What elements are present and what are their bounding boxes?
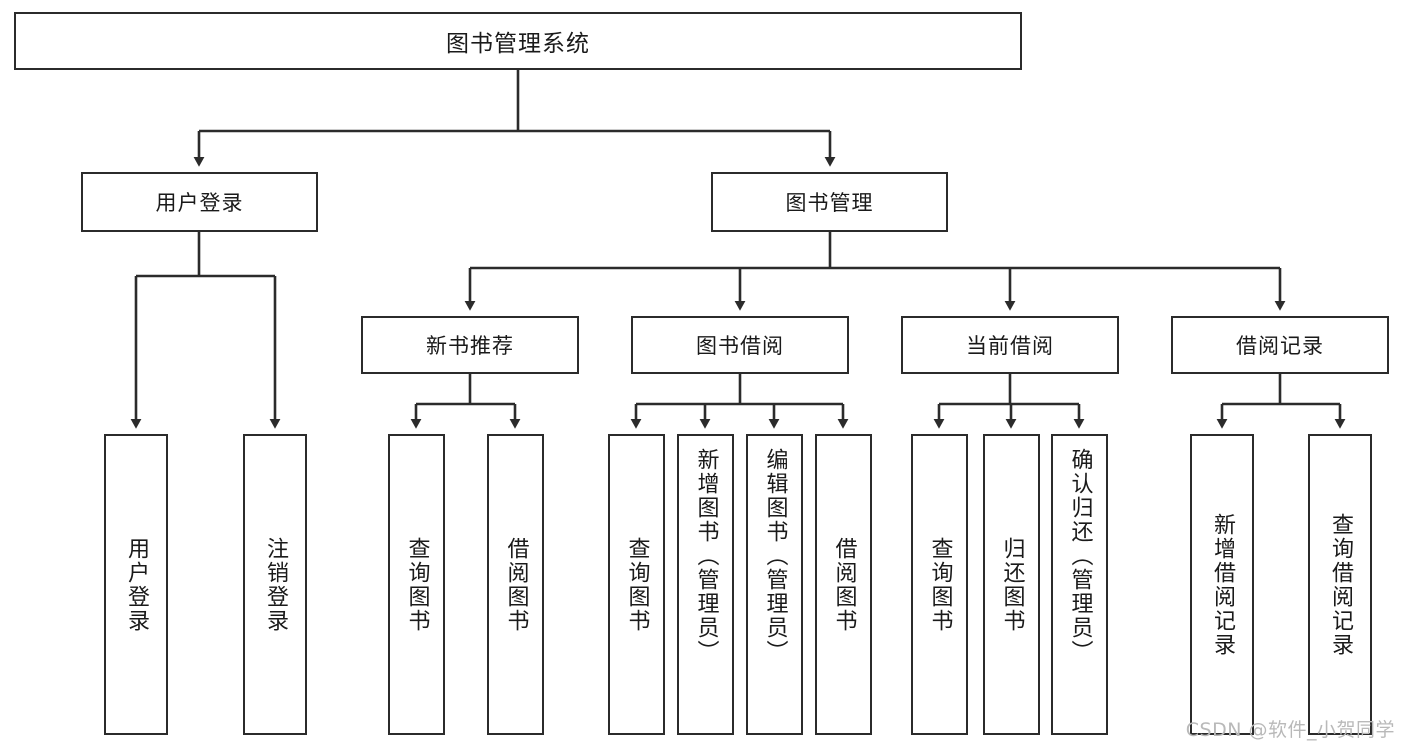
leaf-label: 查询图书 bbox=[404, 536, 430, 633]
leaf-confirm-return[interactable]: 确认归还（管理员） bbox=[1051, 434, 1108, 735]
leaf-label: 借阅图书 bbox=[503, 536, 529, 633]
leaf-add-borrow-record[interactable]: 新增借阅记录 bbox=[1190, 434, 1254, 735]
leaf-label: 编辑图书（管理员） bbox=[762, 448, 788, 664]
leaf-edit-book[interactable]: 编辑图书（管理员） bbox=[746, 434, 803, 735]
node-book-borrow[interactable]: 图书借阅 bbox=[631, 316, 849, 374]
leaf-add-book[interactable]: 新增图书（管理员） bbox=[677, 434, 734, 735]
csdn-watermark: CSDN @软件_小贺同学 bbox=[1185, 719, 1395, 741]
node-borrow-record[interactable]: 借阅记录 bbox=[1171, 316, 1389, 374]
leaf-label: 用户登录 bbox=[123, 536, 149, 633]
node-current-borrow[interactable]: 当前借阅 bbox=[901, 316, 1119, 374]
node-new-book-recommend[interactable]: 新书推荐 bbox=[361, 316, 579, 374]
leaf-query-borrow-record[interactable]: 查询借阅记录 bbox=[1308, 434, 1372, 735]
node-book-manage[interactable]: 图书管理 bbox=[711, 172, 948, 232]
leaf-label: 新增借阅记录 bbox=[1209, 512, 1235, 657]
leaf-label: 归还图书 bbox=[999, 536, 1025, 633]
leaf-label: 查询借阅记录 bbox=[1327, 512, 1353, 657]
node-user-login[interactable]: 用户登录 bbox=[81, 172, 318, 232]
node-root-system[interactable]: 图书管理系统 bbox=[14, 12, 1022, 70]
leaf-label: 注销登录 bbox=[262, 536, 288, 633]
leaf-label: 新增图书（管理员） bbox=[693, 448, 719, 664]
leaf-label: 确认归还（管理员） bbox=[1067, 448, 1093, 664]
leaf-query-book-2[interactable]: 查询图书 bbox=[608, 434, 665, 735]
leaf-borrow-book-1[interactable]: 借阅图书 bbox=[487, 434, 544, 735]
leaf-user-login[interactable]: 用户登录 bbox=[104, 434, 168, 735]
leaf-label: 借阅图书 bbox=[831, 536, 857, 633]
leaf-borrow-book-2[interactable]: 借阅图书 bbox=[815, 434, 872, 735]
leaf-logout[interactable]: 注销登录 bbox=[243, 434, 307, 735]
leaf-label: 查询图书 bbox=[927, 536, 953, 633]
leaf-query-book-1[interactable]: 查询图书 bbox=[388, 434, 445, 735]
leaf-return-book[interactable]: 归还图书 bbox=[983, 434, 1040, 735]
leaf-label: 查询图书 bbox=[624, 536, 650, 633]
leaf-query-book-3[interactable]: 查询图书 bbox=[911, 434, 968, 735]
